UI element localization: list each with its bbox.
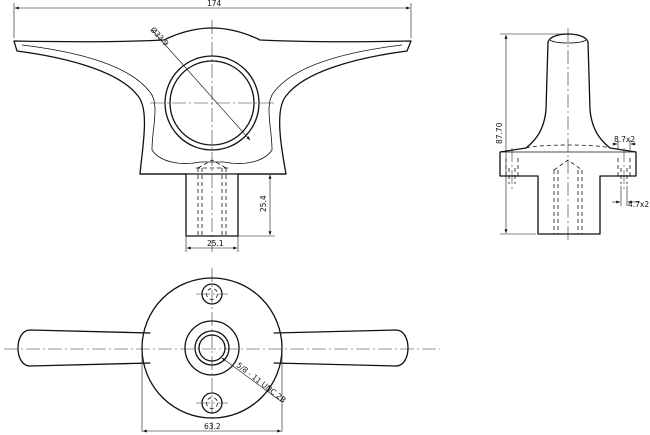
dim-boss-width: 25.1: [207, 239, 224, 248]
top-view-thread-minor: [198, 334, 226, 362]
side-view-left-hole: [505, 148, 519, 190]
dim-overall-height: 87.70: [495, 122, 504, 144]
top-view-boss-outer: [184, 320, 240, 376]
dim-small-hole-b: 4.7x2: [628, 200, 649, 209]
top-view-thread-major: [194, 330, 230, 366]
side-view-outline: [499, 33, 637, 235]
dim-small-hole-a: 8.7x2: [614, 135, 635, 144]
side-view-top-cap: [549, 39, 587, 44]
side-view-right-hole: [617, 148, 631, 190]
dim-overall-width: 174: [207, 0, 222, 8]
dim-hole-diameter-leader: [151, 29, 251, 141]
front-view-boss-hidden-lines: [196, 159, 228, 236]
top-view-arm-outline: [17, 329, 409, 367]
dim-boss-height: 25.4: [259, 195, 268, 212]
top-view-upper-hole: [196, 283, 228, 305]
front-view-outline: [13, 27, 412, 237]
top-view-lower-hole: [196, 392, 228, 414]
side-view: 87.70 8.7x2 4.7x2: [495, 28, 649, 240]
front-view-hole-outer: [164, 55, 260, 151]
front-view: 174 Ø33.9 25.4 25.1: [13, 0, 412, 252]
dim-hole-diameter: Ø33.9: [149, 25, 171, 48]
dim-base-diameter: 63.2: [204, 422, 221, 431]
front-view-hole-inner: [169, 60, 255, 146]
dim-thread-leader: [221, 357, 283, 403]
front-view-inner-contour: [21, 44, 403, 164]
side-view-boss-hidden-lines: [553, 159, 583, 234]
side-view-hidden-arc: [525, 144, 611, 149]
top-view: 5/8 - 11 UNC 2B 63.2: [4, 268, 440, 433]
